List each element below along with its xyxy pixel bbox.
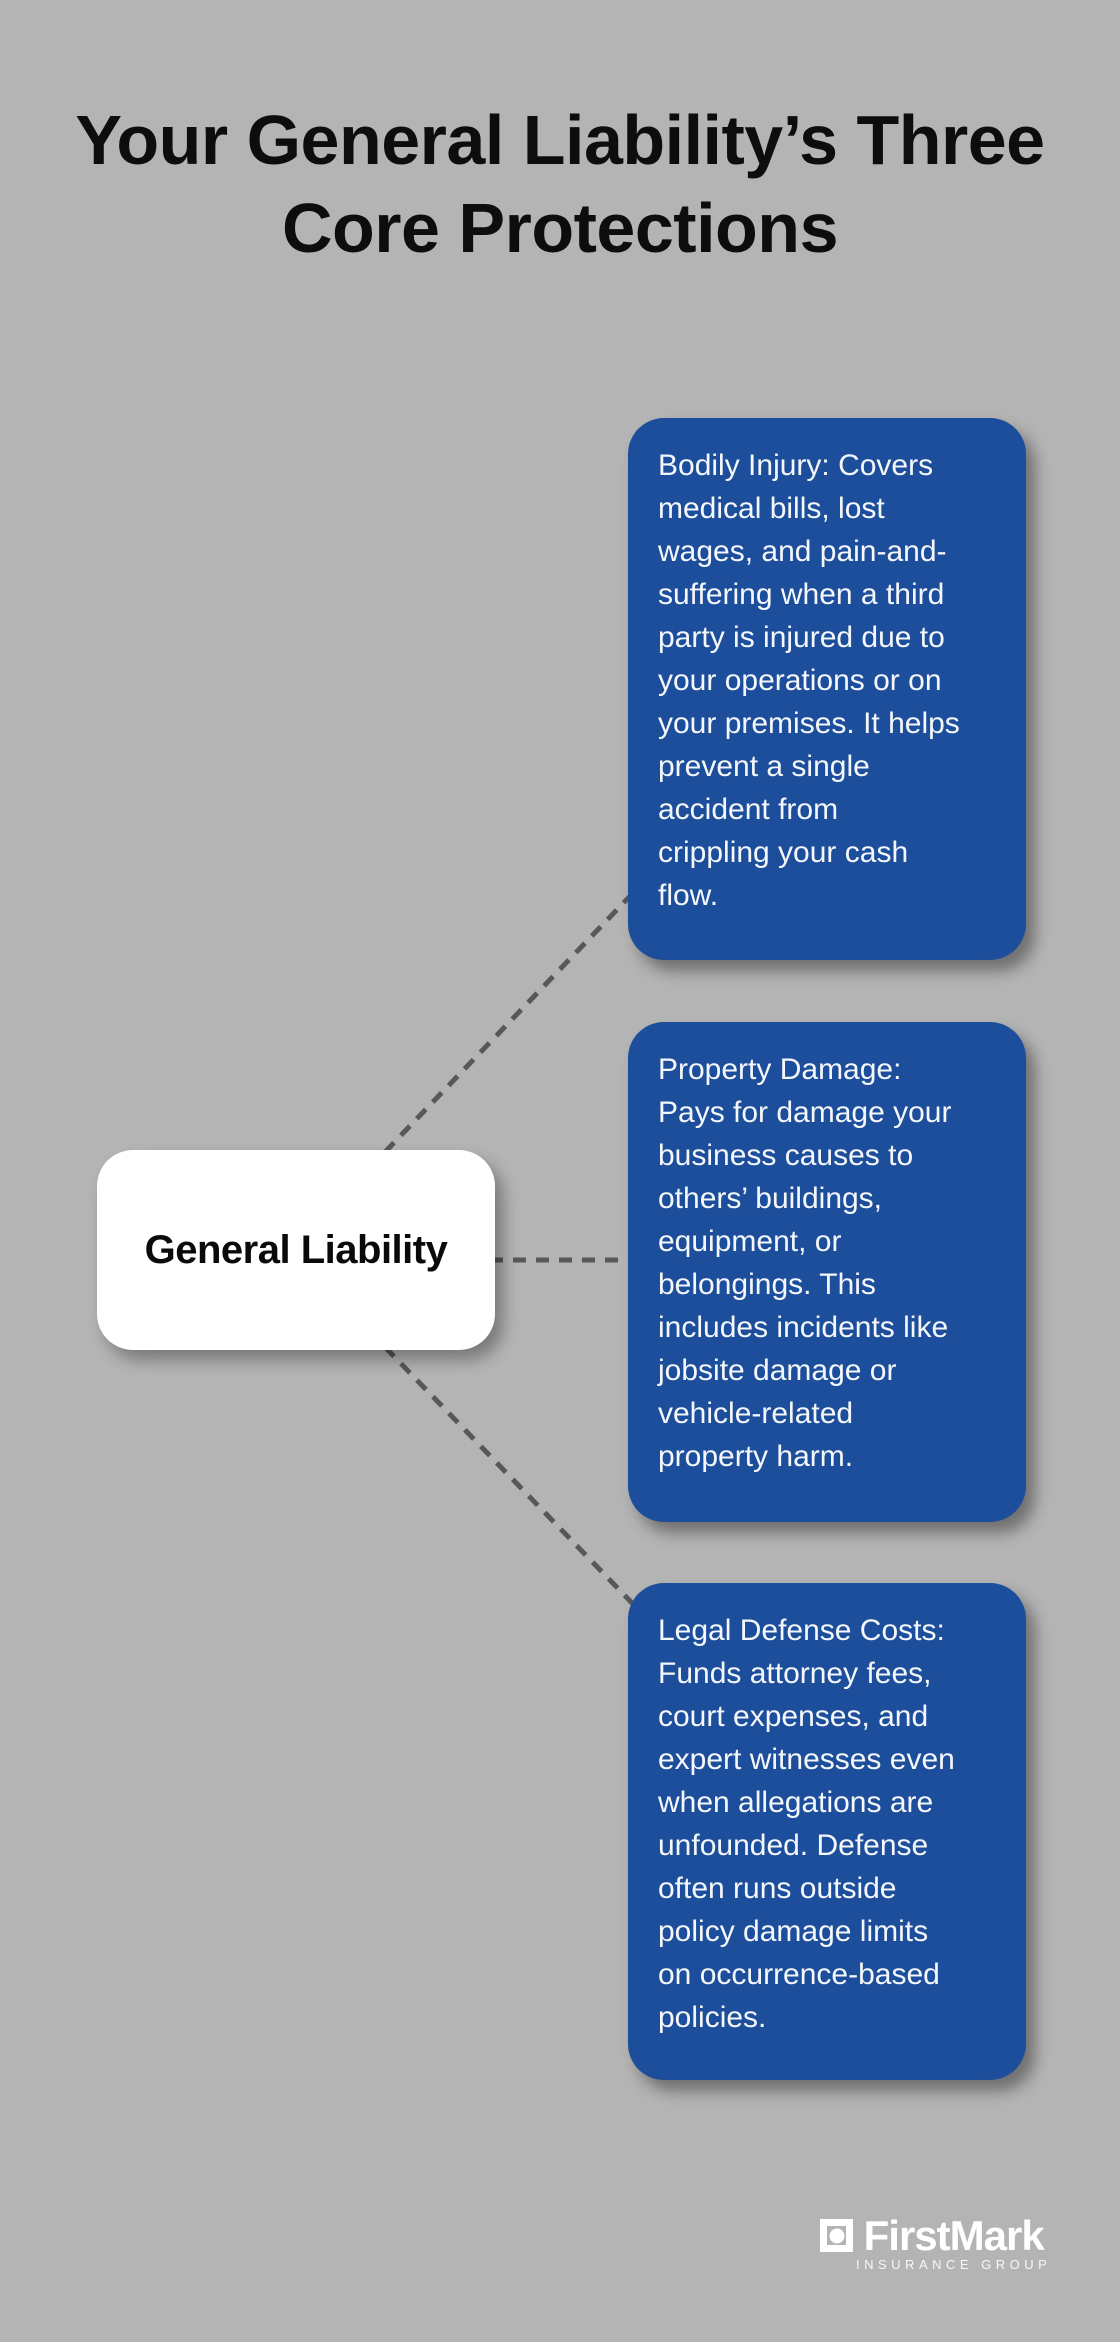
- logo-circle-icon: [829, 2228, 844, 2243]
- connector-line-legal-defense: [383, 1345, 635, 1606]
- logo-tagline: INSURANCE GROUP: [856, 2257, 1052, 2272]
- logo-text-block: FirstMark INSURANCE GROUP: [856, 2212, 1052, 2273]
- root-node-label: General Liability: [144, 1227, 448, 1272]
- card-legal-defense-text: Legal Defense Costs: Funds attorney fees…: [658, 1614, 955, 2034]
- logo-brand-name: FirstMark: [863, 2212, 1045, 2259]
- brand-logo: FirstMark INSURANCE GROUP: [820, 2212, 1052, 2273]
- card-property-damage: Property Damage: Pays for damage your bu…: [628, 1022, 1026, 1522]
- card-bodily-injury: Bodily Injury: Covers medical bills, los…: [628, 418, 1026, 960]
- card-property-damage-text: Property Damage: Pays for damage your bu…: [658, 1053, 952, 1473]
- card-bodily-injury-text: Bodily Injury: Covers medical bills, los…: [658, 449, 960, 912]
- root-node: General Liability: [97, 1150, 495, 1350]
- logo-square-icon: [820, 2219, 853, 2252]
- connector-line-bodily-injury: [383, 891, 635, 1154]
- page-title: Your General Liability’s Three Core Prot…: [75, 101, 1045, 267]
- card-legal-defense: Legal Defense Costs: Funds attorney fees…: [628, 1583, 1026, 2080]
